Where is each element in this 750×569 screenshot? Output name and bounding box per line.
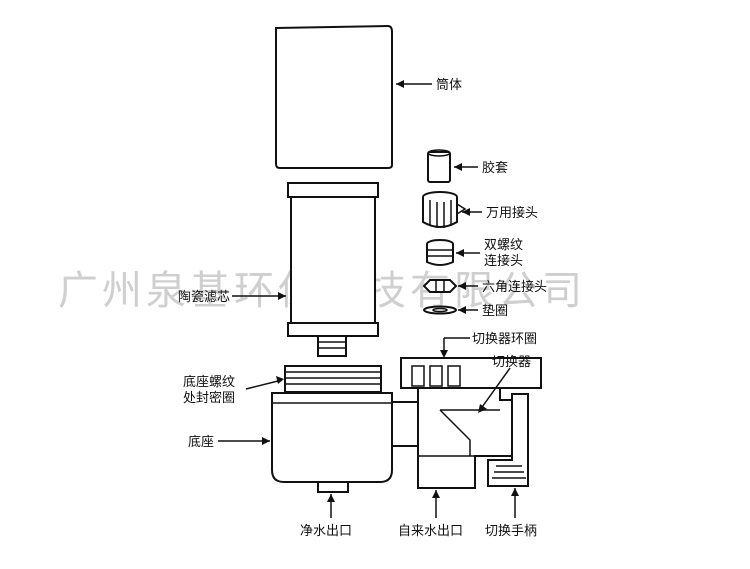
double-thread-connector-part (426, 239, 454, 266)
label-double-thread-2: 连接头 (484, 253, 523, 269)
label-base: 底座 (188, 434, 214, 450)
label-clean-outlet: 净水出口 (300, 524, 352, 539)
switch-body-part (417, 387, 519, 489)
label-gasket: 垫圈 (482, 303, 508, 319)
switch-ring-part (400, 357, 542, 389)
label-ceramic-filter: 陶瓷滤芯 (178, 289, 230, 305)
label-rubber-sleeve: 胶套 (482, 160, 508, 176)
label-tube: 筒体 (436, 77, 462, 93)
label-hex-joint: 六角连接头 (482, 279, 547, 295)
rubber-sleeve-part (427, 149, 451, 183)
connector-pipe-part (391, 401, 419, 447)
label-double-thread-1: 双螺纹 (484, 238, 523, 253)
label-tap-outlet: 自来水出口 (398, 524, 463, 539)
label-switch-ring: 切换器环圈 (472, 332, 537, 347)
label-base-seal-2: 处封密圈 (183, 390, 235, 406)
label-base-seal-1: 底座螺纹 (183, 374, 235, 390)
hex-connector-part (422, 279, 458, 293)
ceramic-filter-part (287, 182, 379, 357)
switch-handle-part (487, 393, 529, 487)
gasket-part (423, 305, 457, 315)
base-thread-seal-part (284, 365, 382, 393)
tube-part (275, 24, 393, 169)
universal-joint-part (422, 191, 467, 228)
label-switch: 切换器 (492, 355, 531, 370)
base-part (271, 392, 393, 493)
label-universal-joint: 万用接头 (486, 205, 538, 221)
label-handle: 切换手柄 (485, 524, 537, 539)
